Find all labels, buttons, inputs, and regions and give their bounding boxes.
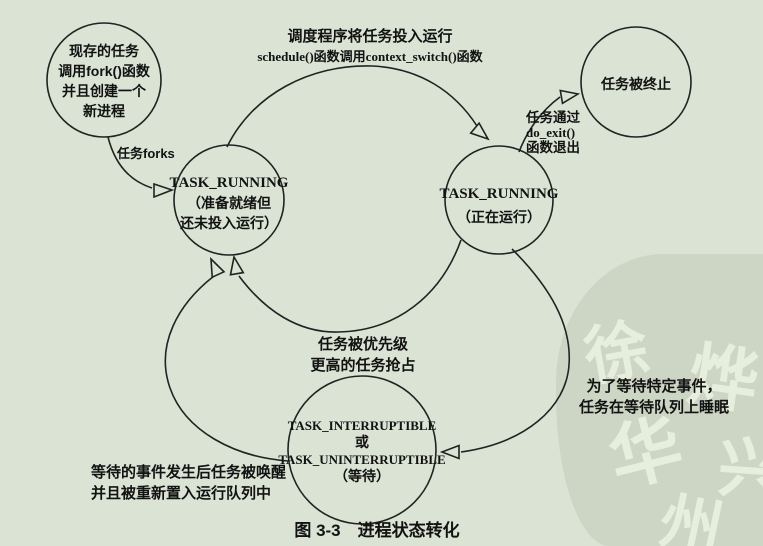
edge-preempt-arc [238,239,462,333]
transition-label-fork: 任务forks [117,146,175,161]
state-circle-new-process [46,22,162,138]
transition-label-line: 任务被优先级 [317,336,408,353]
figure-caption: 图 3-3 进程状态转化 [294,521,460,540]
transition-label-sleep: 为了等待特定事件， 任务在等待队列上睡眠 [552,376,756,418]
edge-sleep-arc [460,248,571,453]
transition-label-line: 并且被重新置入运行队列中 [91,485,272,502]
edge-exit-arc [518,96,561,153]
state-circle-waiting [287,375,437,525]
edge-fork-arc [107,136,153,189]
arrowhead-fork [153,182,175,199]
transition-label-line: do_exit() [526,125,576,140]
state-circle-terminated [580,26,692,138]
transition-label-exit: 任务通过 do_exit() 函数退出 [526,110,580,155]
transition-label-line: 任务通过 [526,110,580,125]
transition-label-wake: 等待的事件发生后任务被唤醒 并且被重新置入运行队列中 [91,462,286,504]
transition-label-line: schedule()函数调用context_switch()函数 [257,49,483,64]
state-ready: TASK_RUNNING （准备就绪但 还未投入运行） [162,173,296,233]
transition-label-line: 调度程序将任务投入运行 [287,28,453,45]
state-label-line: （正在运行） [457,209,541,225]
watermark-blob [598,430,763,546]
transition-label-line: 等待的事件发生后任务被唤醒 [91,464,287,481]
state-new-process: 现存的任务 调用fork()函数 并且创建一个 新进程 [40,41,168,121]
transition-label-line: 任务在等待队列上睡眠 [578,399,729,416]
state-label-line: 调用fork()函数 [58,63,150,79]
transition-label-line: 为了等待特定事件， [586,378,722,395]
arrowhead-schedule [469,121,490,141]
state-circle-running [444,145,554,255]
state-label-line: 现存的任务 [69,43,139,59]
state-circle-ready [173,144,285,256]
arrowhead-exit [559,89,581,105]
state-label-line: 或 [355,434,369,450]
state-name: TASK_UNINTERRUPTIBLE [278,452,446,467]
transition-label-line: 函数退出 [526,140,580,155]
state-name: TASK_INTERRUPTIBLE [287,418,437,433]
transition-label-line: 更高的任务抢占 [310,357,416,374]
state-label-line: 还未投入运行） [180,215,278,231]
state-name: 任务被终止 [601,76,671,92]
state-label-line: （等待） [334,468,390,484]
arrowhead-preempt [229,254,245,276]
state-label-line: （准备就绪但 [187,195,271,211]
state-name: TASK_RUNNING [439,186,559,202]
arrowhead-sleep [439,444,460,460]
state-running: TASK_RUNNING （正在运行） [432,183,566,229]
transition-label-preempt: 任务被优先级 更高的任务抢占 [300,334,426,376]
state-label-line: 新进程 [83,103,125,119]
edge-schedule-arc [226,65,478,148]
transition-label-schedule: 调度程序将任务投入运行 schedule()函数调用context_switch… [228,27,512,67]
edge-wake-arc [164,275,289,462]
state-terminated: 任务被终止 [576,74,696,94]
state-name: TASK_RUNNING [169,175,289,191]
arrowhead-wake [210,256,226,279]
state-waiting: TASK_INTERRUPTIBLE 或 TASK_UNINTERRUPTIBL… [278,417,446,485]
state-label-line: 并且创建一个 [62,83,146,99]
